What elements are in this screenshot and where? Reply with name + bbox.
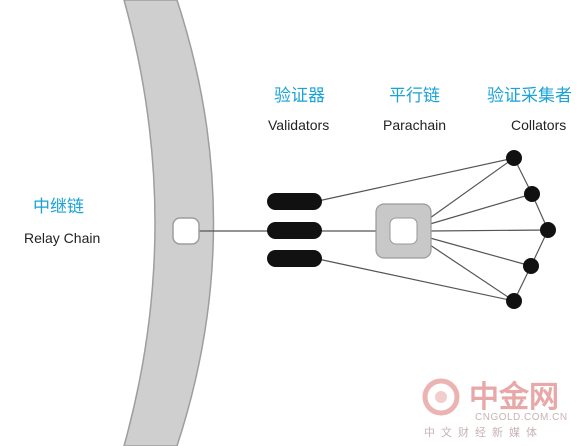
parachain-to-collator-line xyxy=(429,237,532,267)
watermark-subtitle: 中文财经新媒体 xyxy=(424,425,543,439)
watermark: 中金网 CNGOLD.COM.CN 中文财经新媒体 xyxy=(422,378,568,439)
relay-chain-label-en: Relay Chain xyxy=(24,230,100,246)
validator-to-collator-line xyxy=(317,258,515,302)
relay-chain-label-cn: 中继链 xyxy=(33,197,84,217)
relay-chain-node xyxy=(172,217,200,245)
parachain-to-collator-line xyxy=(429,193,533,225)
collator-node xyxy=(540,222,556,238)
collators-group xyxy=(506,150,556,309)
parachain-label-cn: 平行链 xyxy=(389,86,440,106)
validators-group xyxy=(267,193,322,267)
collator-node xyxy=(506,150,522,166)
watermark-logo-icon xyxy=(422,378,460,416)
collator-node xyxy=(506,293,522,309)
collators-label-cn: 验证采集者 xyxy=(487,86,572,106)
validator-node xyxy=(267,193,322,210)
validator-to-collator-line xyxy=(317,157,515,202)
validators-label-cn: 验证器 xyxy=(274,86,325,106)
parachain-label-en: Parachain xyxy=(383,117,446,133)
parachain-to-collator-line xyxy=(429,229,549,232)
collators-label-en: Collators xyxy=(511,117,566,133)
parachain-to-collator-line xyxy=(429,244,515,302)
validator-node xyxy=(267,222,322,239)
watermark-logo-icon-center xyxy=(435,391,447,403)
collator-node xyxy=(523,258,539,274)
collator-node xyxy=(524,186,540,202)
relay-chain-ring xyxy=(123,0,215,446)
connection-lines xyxy=(198,157,549,302)
watermark-url: CNGOLD.COM.CN xyxy=(475,412,568,423)
parachain-inner xyxy=(389,217,418,245)
parachain-to-collator-line xyxy=(429,157,515,219)
validator-node xyxy=(267,250,322,267)
watermark-logo-text: 中金网 xyxy=(469,380,559,415)
validators-label-en: Validators xyxy=(268,117,329,133)
